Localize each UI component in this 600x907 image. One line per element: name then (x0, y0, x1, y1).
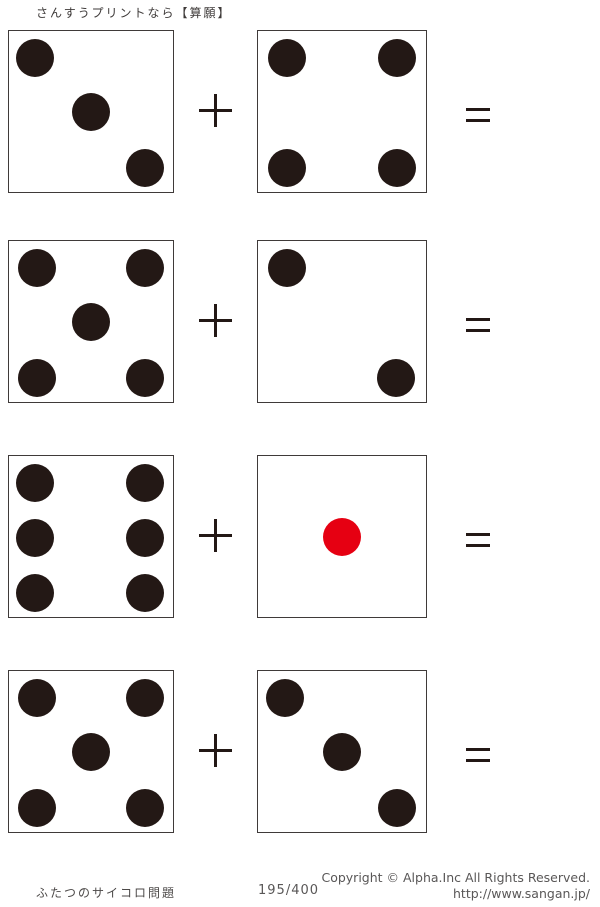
die-dot (126, 358, 165, 397)
equals-top-bar (466, 748, 490, 752)
equals-operator (466, 748, 490, 762)
die-dot (16, 464, 55, 503)
equals-top-bar (466, 318, 490, 322)
die-dot (378, 39, 417, 78)
plus-operator (199, 519, 232, 552)
die-dot (126, 788, 165, 827)
equals-bottom-bar (466, 328, 490, 332)
die-dot (16, 573, 55, 612)
problem-row-1 (0, 30, 600, 193)
equals-operator (466, 108, 490, 122)
problem-row-2 (0, 240, 600, 403)
die-dot (16, 39, 55, 78)
red-die-dot (323, 517, 361, 556)
plus-operator (199, 734, 232, 767)
die-face-left-row1 (8, 30, 174, 193)
copyright-block: Copyright © Alpha.Inc All Rights Reserve… (321, 870, 590, 901)
die-dot (378, 788, 417, 827)
die-dot (126, 464, 165, 503)
die-dot (16, 519, 55, 558)
problem-row-3 (0, 455, 600, 618)
die-face-right-row1 (257, 30, 427, 193)
copyright-text: Copyright © Alpha.Inc All Rights Reserve… (321, 870, 590, 885)
die-dot (17, 249, 56, 288)
die-face-left-row3 (8, 455, 174, 618)
die-dot (126, 148, 165, 187)
die-dot (17, 788, 56, 827)
die-face-left-row4 (8, 670, 174, 833)
die-dot (126, 679, 165, 718)
die-dot (376, 358, 415, 397)
die-face-right-row3 (257, 455, 427, 618)
die-dot (267, 249, 306, 288)
die-dot (323, 732, 361, 771)
site-url: http://www.sangan.jp/ (453, 885, 590, 901)
plus-vertical-bar (214, 734, 217, 767)
die-face-right-row4 (257, 670, 427, 833)
equals-bottom-bar (466, 758, 490, 762)
equals-bottom-bar (466, 543, 490, 547)
die-dot (17, 679, 56, 718)
plus-vertical-bar (214, 304, 217, 337)
die-dot (265, 679, 304, 718)
die-dot (126, 249, 165, 288)
plus-operator (199, 94, 232, 127)
worksheet-title: ふたつのサイコロ問題 (36, 886, 177, 900)
die-dot (126, 519, 165, 558)
die-face-right-row2 (257, 240, 427, 403)
plus-vertical-bar (214, 94, 217, 127)
plus-vertical-bar (214, 519, 217, 552)
equals-top-bar (466, 108, 490, 112)
die-dot (267, 39, 306, 78)
die-dot (267, 148, 306, 187)
equals-operator (466, 318, 490, 332)
equals-operator (466, 533, 490, 547)
die-face-left-row2 (8, 240, 174, 403)
page-header-title: さんすうプリントなら【算願】 (36, 6, 232, 20)
die-dot (72, 92, 110, 131)
die-dot (126, 573, 165, 612)
plus-operator (199, 304, 232, 337)
page-number: 195/400 (258, 883, 320, 898)
die-dot (17, 358, 56, 397)
die-dot (378, 148, 417, 187)
equals-top-bar (466, 533, 490, 537)
die-dot (72, 732, 110, 771)
die-dot (72, 302, 110, 341)
equals-bottom-bar (466, 118, 490, 122)
problem-row-4 (0, 670, 600, 833)
